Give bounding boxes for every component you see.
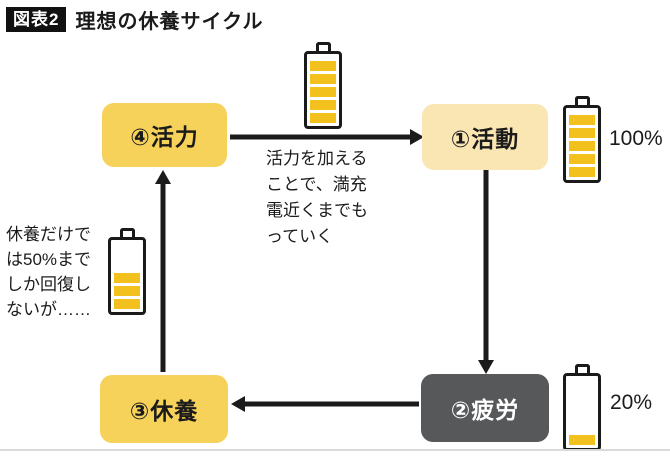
- battery-body: [563, 373, 601, 451]
- battery-activity-percent-label: 100%: [609, 127, 663, 150]
- battery-tip: [574, 96, 590, 105]
- figure-header: 図表2 理想の休養サイクル: [6, 5, 263, 34]
- battery-bar: [310, 113, 336, 123]
- node-vitality: ④活力: [102, 103, 227, 167]
- battery-50-icon: [108, 228, 146, 315]
- battery-bar: [114, 299, 140, 309]
- battery-body: [563, 105, 601, 183]
- bottom-divider: [0, 449, 670, 451]
- arrowhead-rest-to-vitality: [155, 170, 171, 184]
- battery-body: [108, 237, 146, 315]
- figure-number-badge: 図表2: [6, 7, 67, 32]
- battery-tip: [119, 228, 135, 237]
- battery-bar: [310, 87, 336, 97]
- battery-100-icon: [563, 96, 601, 183]
- battery-bar: [310, 100, 336, 110]
- node-fatigue: ②疲労: [421, 374, 549, 442]
- battery-body: [304, 51, 342, 129]
- battery-full-icon: [304, 42, 342, 129]
- battery-bar: [114, 273, 140, 283]
- annotation-rest-limit-note: 休養だけで は50%まで しか回復し ないが……: [6, 225, 92, 319]
- annotation-charge-note: 活力を加える ことで、満充 電近くまでも っていく: [266, 149, 368, 246]
- battery-bar: [310, 74, 336, 84]
- battery-bar: [569, 435, 595, 445]
- battery-bar: [569, 154, 595, 164]
- battery-20-icon: [563, 364, 601, 451]
- node-activity: ①活動: [422, 104, 548, 170]
- battery-tip: [574, 364, 590, 373]
- battery-bar: [569, 115, 595, 125]
- battery-bar: [569, 141, 595, 151]
- node-rest: ③休養: [100, 375, 228, 443]
- battery-bar: [114, 286, 140, 296]
- arrowhead-activity-to-fatigue: [478, 360, 494, 374]
- battery-tip: [315, 42, 331, 51]
- battery-bar: [310, 61, 336, 71]
- battery-bar: [569, 128, 595, 138]
- figure-title: 理想の休養サイクル: [75, 11, 264, 33]
- arrowhead-fatigue-to-rest: [231, 396, 245, 412]
- battery-fatigue-percent-label: 20%: [610, 391, 653, 414]
- battery-bar: [569, 167, 595, 177]
